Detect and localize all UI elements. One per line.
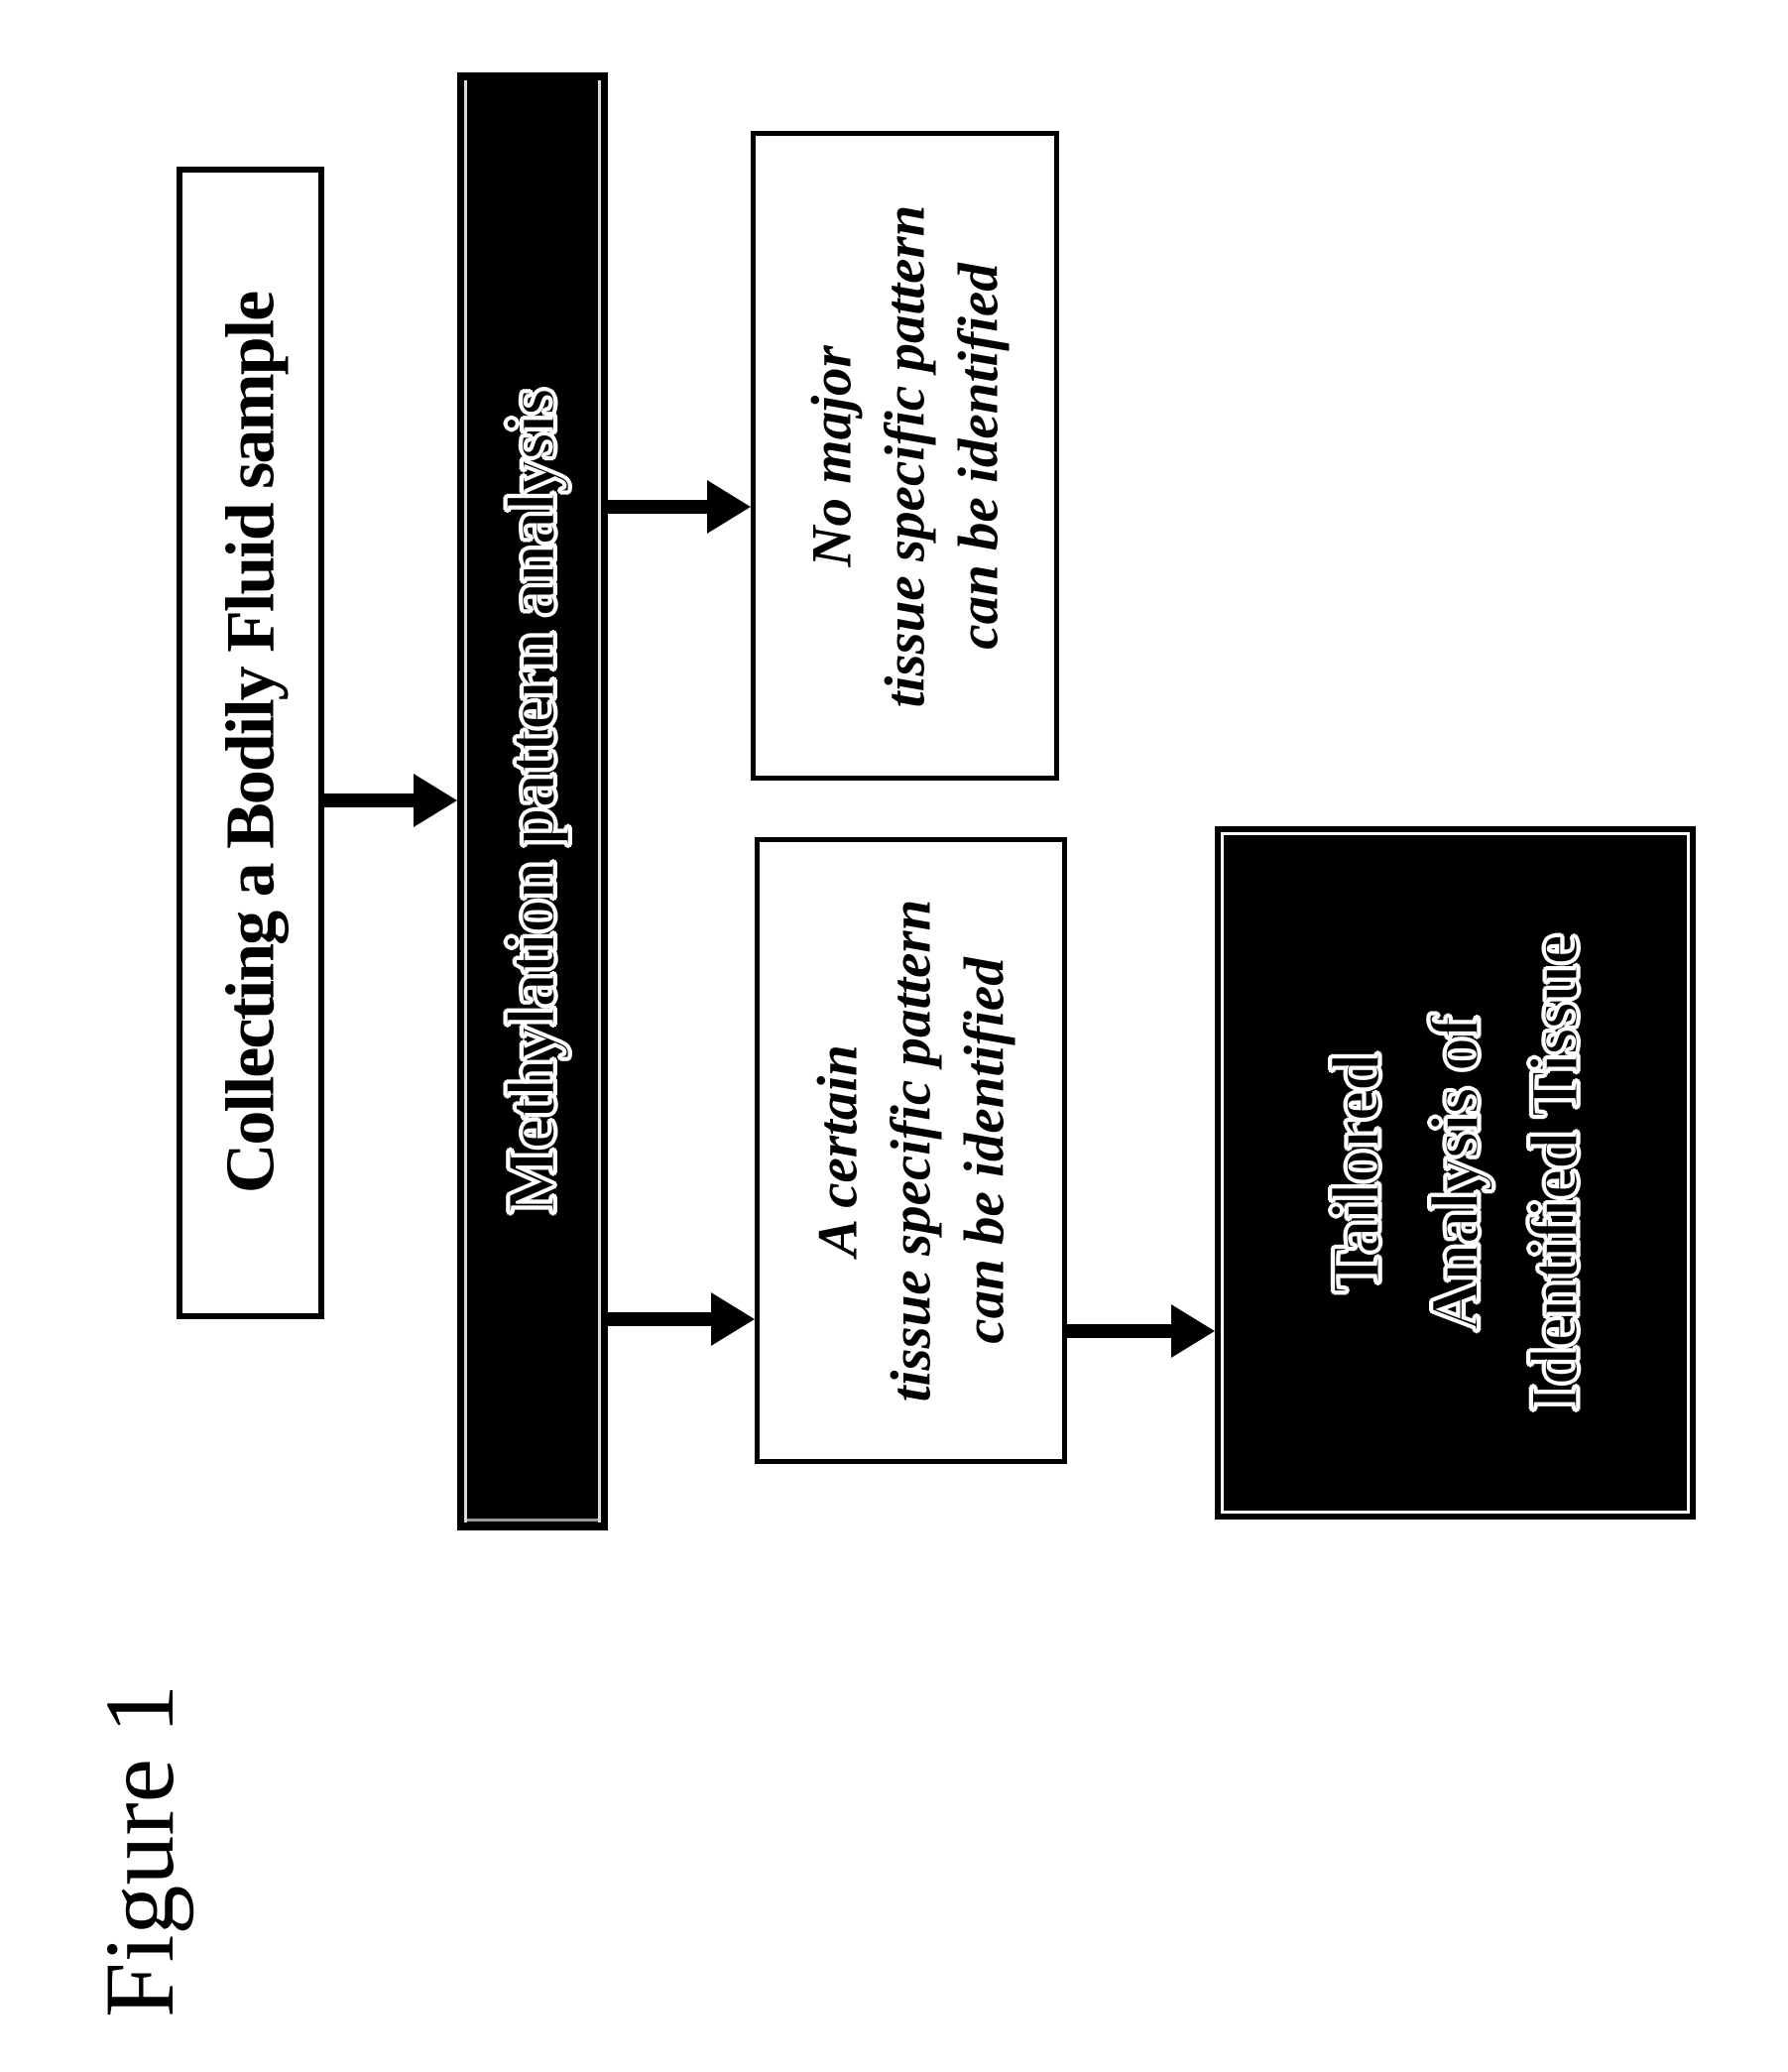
analysis-rotated-text: Methylation pattern analysis (457, 77, 608, 1525)
arrow-head (707, 480, 751, 534)
arrow-head (1171, 1304, 1215, 1358)
scan-artifact-line-left (464, 80, 467, 1523)
no-pattern-line-3: can be identified (946, 262, 1010, 650)
scan-artifact-line-bottom (467, 1519, 598, 1522)
flow-arrow-collect-to-analysis-icon (324, 774, 457, 827)
flow-arrow-analysis-to-certain-pattern-icon (608, 1292, 755, 1346)
methylation-analysis-bar: Methylation pattern analysis (457, 72, 608, 1530)
collect-sample-rotated-text: Collecting a Bodily Fluid sample (183, 176, 317, 1311)
certain-pattern-line-2: tissue specific pattern (879, 899, 942, 1402)
no-pattern-rotated-text: No major tissue specific pattern can be … (756, 139, 1054, 774)
arrow-head (711, 1292, 755, 1346)
tailored-rotated-text: Tailored Analysis of Identified Tissue (1222, 833, 1689, 1513)
certain-pattern-box: A certain tissue specific pattern can be… (755, 837, 1067, 1464)
arrow-shaft (324, 793, 414, 807)
certain-pattern-rotated-text: A certain tissue specific pattern can be… (760, 844, 1062, 1457)
flow-arrow-certain-pattern-to-tailored-icon (1067, 1304, 1215, 1358)
tailored-line-3: Identified Tissue (1514, 933, 1594, 1412)
scan-artifact-line-right (598, 80, 601, 1523)
flow-arrow-analysis-to-no-pattern-icon (608, 480, 751, 534)
figure-label-holder: Figure 1 (55, 1652, 223, 2049)
certain-pattern-line-1: A certain (805, 1044, 869, 1257)
tailored-line-2: Analysis of (1415, 1014, 1494, 1331)
arrow-shaft (1067, 1324, 1171, 1338)
arrow-shaft (608, 500, 707, 514)
certain-pattern-line-3: can be identified (952, 957, 1015, 1344)
analysis-label: Methylation pattern analysis (493, 388, 572, 1215)
no-pattern-box: No major tissue specific pattern can be … (751, 131, 1059, 781)
no-pattern-line-1: No major (799, 344, 863, 567)
collect-sample-label: Collecting a Bodily Fluid sample (211, 292, 289, 1194)
collect-sample-box: Collecting a Bodily Fluid sample (177, 167, 324, 1319)
arrow-shaft (608, 1312, 711, 1326)
figure-label: Figure 1 (83, 1683, 194, 2018)
figure-label-rotated-text: Figure 1 (55, 1652, 223, 2049)
arrow-head (414, 774, 457, 827)
tailored-line-1: Tailored (1316, 1052, 1395, 1293)
no-pattern-line-2: tissue specific pattern (873, 204, 936, 707)
tailored-analysis-box: Tailored Analysis of Identified Tissue (1215, 826, 1696, 1520)
